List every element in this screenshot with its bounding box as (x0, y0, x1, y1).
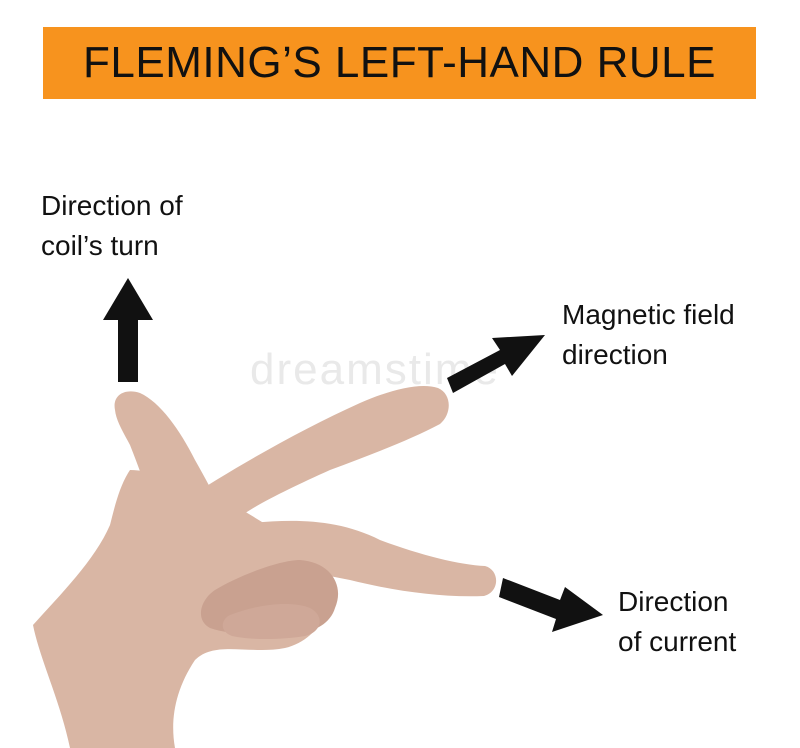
hand-illustration (33, 386, 496, 748)
thumb-label-line-2: coil’s turn (41, 226, 183, 266)
thumb-label-line-1: Direction of (41, 186, 183, 226)
magnetic-field-label: Magnetic field direction (562, 295, 735, 375)
forefinger-arrow-icon (447, 335, 545, 393)
current-label-line-1: Direction (618, 582, 736, 622)
current-direction-label: Direction of current (618, 582, 736, 662)
middle-finger-arrow-icon (499, 578, 603, 632)
current-label-line-2: of current (618, 622, 736, 662)
thumb-arrow-icon (103, 278, 153, 382)
thumb-direction-label: Direction of coil’s turn (41, 186, 183, 266)
field-label-line-1: Magnetic field (562, 295, 735, 335)
field-label-line-2: direction (562, 335, 735, 375)
